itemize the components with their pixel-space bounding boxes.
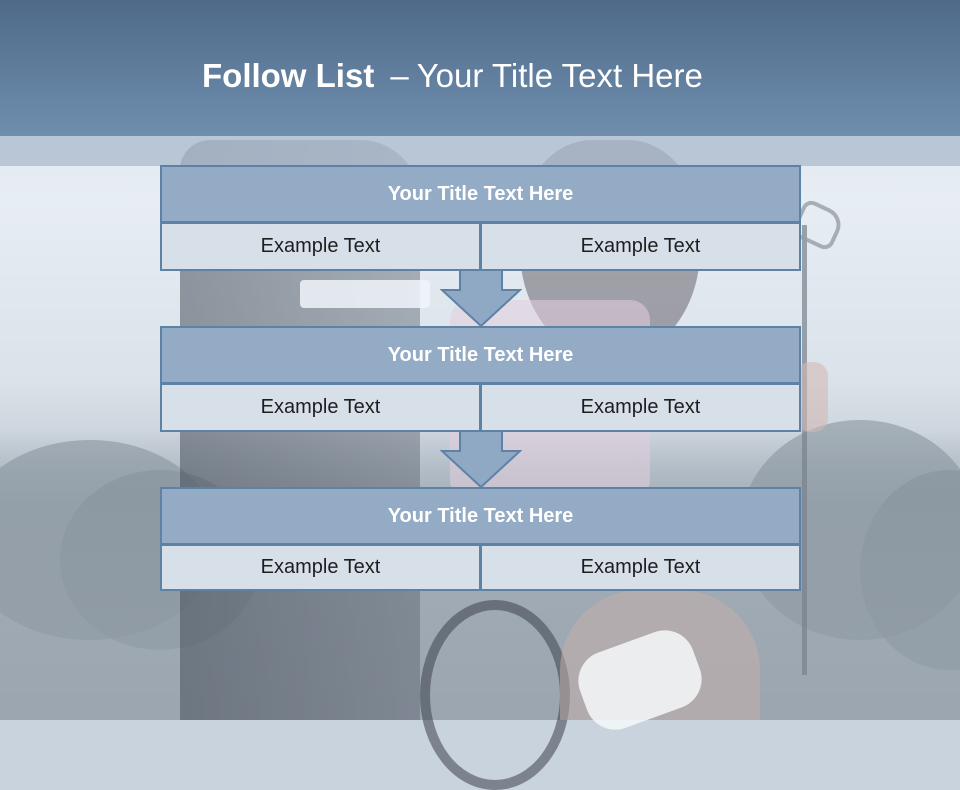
golf-club — [802, 225, 807, 675]
step-title[interactable]: Your Title Text Here — [160, 326, 801, 384]
slide-title-bold: Follow List — [202, 57, 375, 94]
step-text-right[interactable]: Example Text — [480, 383, 801, 432]
step-text-left[interactable]: Example Text — [160, 544, 481, 591]
step-block-1: Your Title Text Here Example Text Exampl… — [160, 165, 801, 271]
step-title[interactable]: Your Title Text Here — [160, 165, 801, 223]
header-strip — [0, 136, 960, 166]
step-text-right[interactable]: Example Text — [480, 544, 801, 591]
slide-title-rest: Your Title Text Here — [416, 57, 703, 94]
step-block-3: Your Title Text Here Example Text Exampl… — [160, 487, 801, 593]
step-block-2: Your Title Text Here Example Text Exampl… — [160, 326, 801, 432]
step-title[interactable]: Your Title Text Here — [160, 487, 801, 545]
slide-title-separator: – — [390, 57, 409, 94]
down-arrow-icon — [440, 270, 522, 328]
down-arrow-icon — [440, 431, 522, 489]
step-text-left[interactable]: Example Text — [160, 383, 481, 432]
step-text-right[interactable]: Example Text — [480, 222, 801, 271]
header-band — [0, 0, 960, 136]
slide-title[interactable]: Follow List–Your Title Text Here — [202, 52, 703, 100]
step-text-left[interactable]: Example Text — [160, 222, 481, 271]
